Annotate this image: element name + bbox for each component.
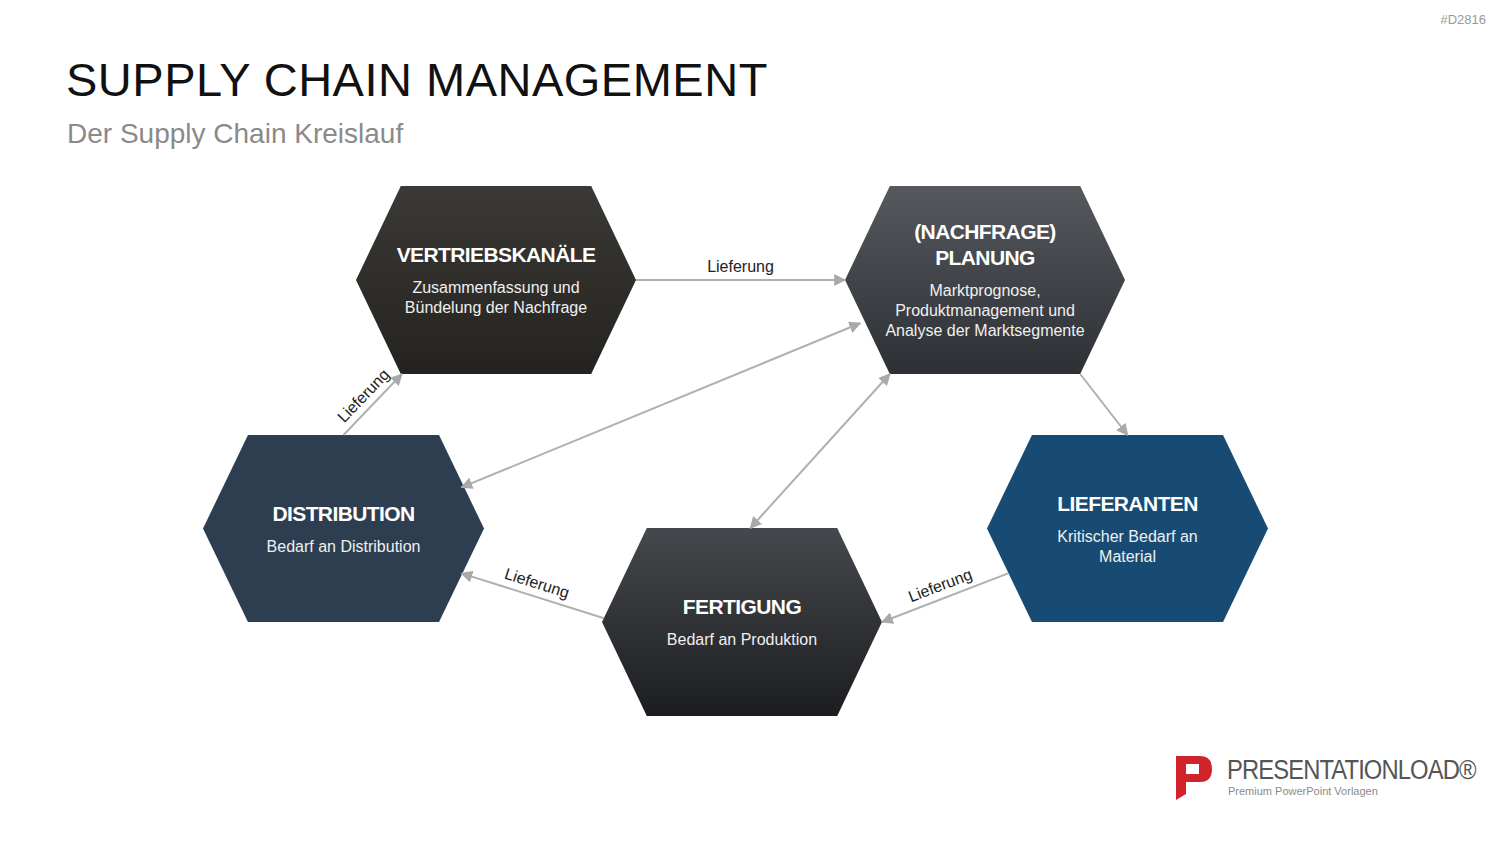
brand-tagline: Premium PowerPoint Vorlagen	[1228, 785, 1378, 797]
node-text: (NACHFRAGE) PLANUNG Marktprognose, Produk…	[885, 219, 1085, 341]
hexagon-shape	[203, 435, 484, 622]
slide-title: SUPPLY CHAIN MANAGEMENT	[66, 52, 768, 107]
brand-name: PRESENTATIONLOAD®	[1227, 755, 1476, 786]
node-heading: VERTRIEBSKANÄLE	[397, 242, 596, 268]
node-heading: LIEFERANTEN	[1057, 491, 1197, 517]
node-description: Zusammenfassung und Bündelung der Nachfr…	[391, 278, 601, 318]
edge-label: Lieferung	[334, 365, 393, 426]
hexagon-node: VERTRIEBSKANÄLE Zusammenfassung und Bünde…	[356, 186, 636, 374]
edge-label: Lieferung	[906, 565, 975, 606]
flow-arrow	[750, 374, 889, 528]
hexagon-node: (NACHFRAGE) PLANUNG Marktprognose, Produk…	[845, 186, 1125, 374]
flow-arrow	[462, 323, 861, 487]
hexagon-shape	[845, 186, 1125, 374]
node-description: Bedarf an Distribution	[267, 537, 421, 557]
node-heading: FERTIGUNG	[683, 594, 801, 620]
logo-mark	[1172, 754, 1216, 804]
node-heading: (NACHFRAGE) PLANUNG	[885, 219, 1085, 271]
node-text: LIEFERANTEN Kritischer Bedarf an Material	[1033, 491, 1223, 567]
hexagon-node: LIEFERANTEN Kritischer Bedarf an Material	[987, 435, 1268, 622]
node-description: Bedarf an Produktion	[667, 630, 817, 650]
node-description: Marktprognose, Produktmanagement und Ana…	[885, 281, 1085, 341]
flow-arrow	[1080, 374, 1127, 435]
edge-label: Lieferung	[707, 258, 774, 276]
flow-arrow	[636, 279, 845, 281]
edge-label: Lieferung	[502, 565, 571, 602]
node-heading: DISTRIBUTION	[272, 501, 414, 527]
node-description: Kritischer Bedarf an Material	[1033, 527, 1223, 567]
hexagon-node: DISTRIBUTION Bedarf an Distribution	[203, 435, 484, 622]
hexagon-shape	[602, 528, 882, 716]
hexagon-node: FERTIGUNG Bedarf an Produktion	[602, 528, 882, 716]
node-text: DISTRIBUTION Bedarf an Distribution	[239, 501, 449, 557]
slide-subtitle: Der Supply Chain Kreislauf	[67, 118, 403, 150]
slide-code: #D2816	[1440, 12, 1486, 27]
node-text: VERTRIEBSKANÄLE Zusammenfassung und Bünde…	[391, 242, 601, 318]
node-text: FERTIGUNG Bedarf an Produktion	[637, 594, 847, 650]
